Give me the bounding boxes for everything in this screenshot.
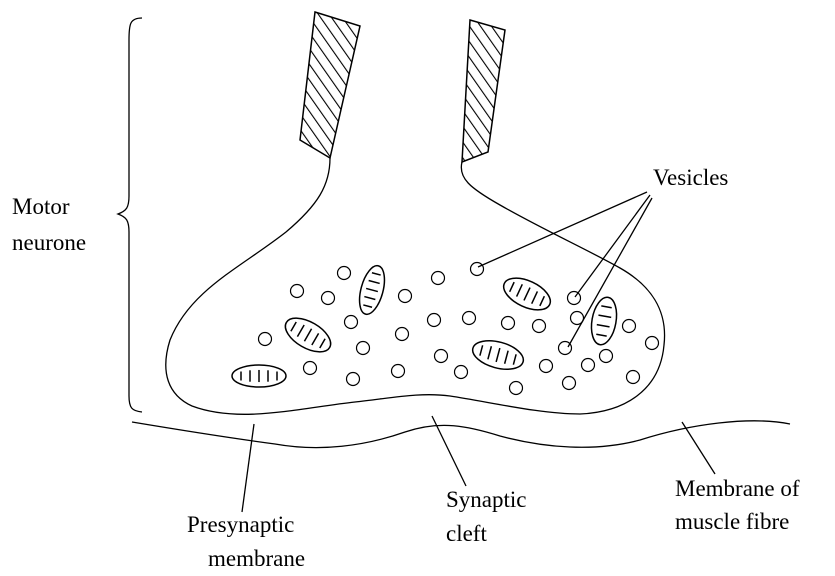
vesicle	[291, 285, 304, 298]
motor-neurone-label-line1: Motor	[12, 194, 70, 219]
presynaptic-label-line2: membrane	[208, 546, 305, 571]
muscle-membrane-label: Membrane of muscle fibre	[675, 476, 805, 534]
mitochondrion	[499, 272, 555, 317]
synaptic-cleft-label: Synaptic cleft	[446, 487, 532, 546]
vesicle	[568, 292, 581, 305]
myelin-sheath-left	[300, 12, 360, 158]
vesicle	[510, 382, 523, 395]
vesicle	[432, 272, 445, 285]
muscle-membrane-label-line1: Membrane of	[675, 476, 800, 501]
mitochondria	[232, 263, 620, 387]
vesicle	[455, 366, 468, 379]
vesicle	[540, 360, 553, 373]
vesicle	[471, 263, 484, 276]
motor-neurone-label-line2: neurone	[12, 230, 86, 255]
synaptic-cleft-label-line1: Synaptic	[446, 487, 527, 512]
vesicle	[392, 365, 405, 378]
vesicle	[357, 342, 370, 355]
vesicle	[428, 314, 441, 327]
presynaptic-label-line1: Presynaptic	[187, 512, 294, 537]
muscle-fibre-membrane	[132, 421, 790, 448]
muscle-membrane-pointer	[682, 422, 715, 474]
vesicle	[345, 316, 358, 329]
vesicle	[259, 333, 272, 346]
mitochondrion	[280, 311, 336, 359]
mitochondrion	[355, 263, 389, 317]
vesicle	[304, 362, 317, 375]
mitochondrion	[232, 365, 286, 387]
myelin-sheath-right	[462, 20, 505, 162]
vesicle	[582, 359, 595, 372]
presynaptic-membrane-label: Presynaptic membrane	[187, 512, 305, 571]
vesicle	[435, 350, 448, 363]
vesicles-label: Vesicles	[653, 165, 728, 190]
vesicle	[646, 337, 659, 350]
vesicle	[623, 320, 636, 333]
vesicle	[399, 290, 412, 303]
motor-neurone-label: Motor neurone	[12, 194, 86, 255]
muscle-membrane-label-line2: muscle fibre	[675, 509, 789, 534]
vesicle	[600, 350, 613, 363]
vesicle	[563, 377, 576, 390]
vesicle	[322, 292, 335, 305]
presynaptic-pointer	[242, 424, 254, 512]
vesicle	[502, 317, 515, 330]
vesicles-pointer-1	[478, 192, 647, 267]
synaptic-cleft-label-line2: cleft	[446, 521, 487, 546]
motor-neurone-brace	[118, 18, 142, 412]
vesicle	[347, 373, 360, 386]
vesicle	[396, 328, 409, 341]
vesicle	[533, 320, 546, 333]
vesicle	[338, 267, 351, 280]
vesicle	[463, 312, 476, 325]
mitochondrion	[470, 336, 527, 375]
vesicle	[627, 371, 640, 384]
